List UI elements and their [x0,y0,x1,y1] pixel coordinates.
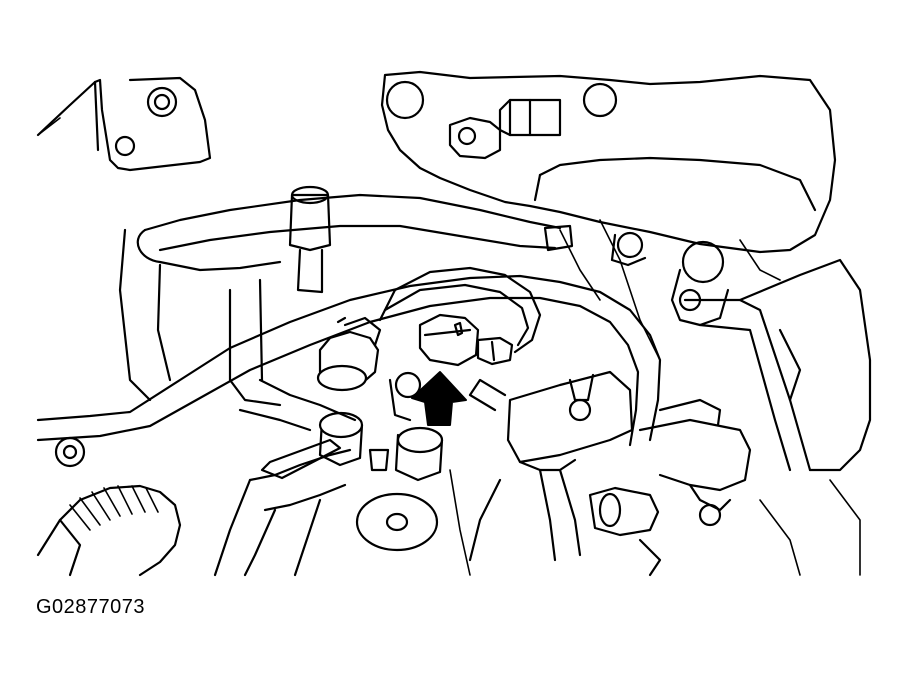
pointer-arrow-icon [411,371,467,426]
sensor-connector [378,266,542,367]
lower-left-hose [213,378,357,577]
frame-lines [449,219,861,576]
stud-bolt [288,185,332,294]
upper-cover [380,70,837,254]
left-housing [118,228,282,407]
crossing-pipe [36,274,662,468]
elbow-fitting [316,316,382,392]
washer [355,492,439,552]
upper-left-bracket [36,76,212,172]
right-side-arm [610,231,872,472]
lower-right-fitting [468,398,752,577]
line-drawing [36,70,872,577]
corrugated-hose [36,484,182,577]
upper-tube [136,193,574,272]
figure-code-caption: G02877073 [36,596,146,618]
mounting-bracket [468,370,634,472]
